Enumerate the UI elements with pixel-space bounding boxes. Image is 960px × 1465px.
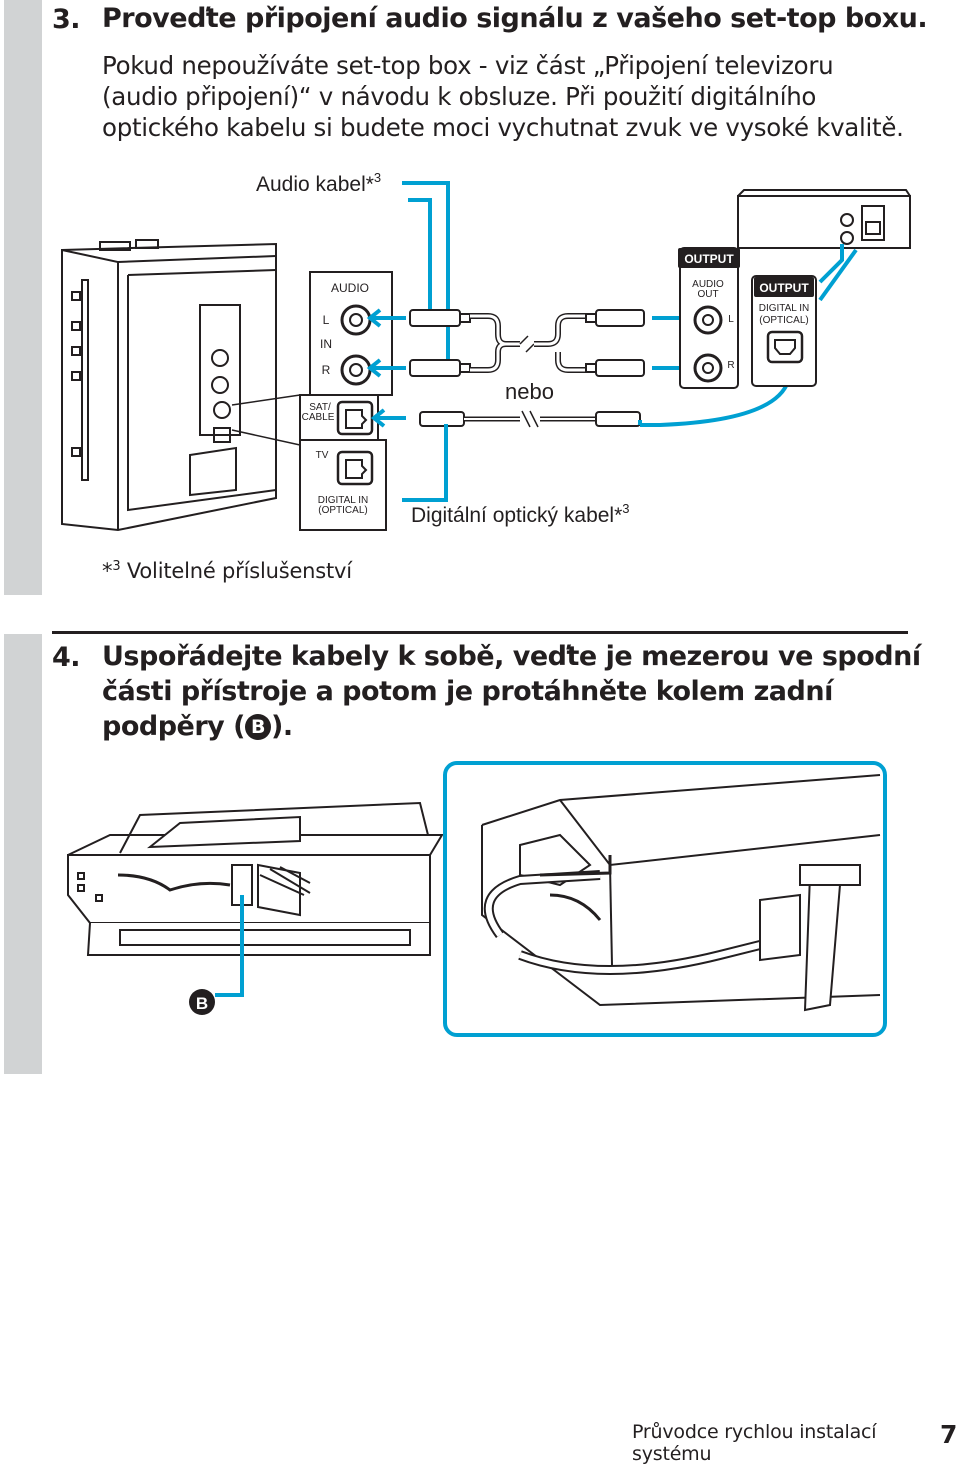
section-divider xyxy=(52,631,908,634)
footer-text: Průvodce rychlou instalací systému xyxy=(632,1421,877,1465)
settop-audio-out-2: OUT xyxy=(697,289,718,300)
settop-right-label: R xyxy=(727,360,734,371)
receiver-zoom-lines xyxy=(231,394,301,446)
marker-b-callout xyxy=(215,895,244,997)
optical-in-sat-port xyxy=(336,400,374,436)
step-3-body-line-2: (audio připojení)“ v návodu k obsluze. P… xyxy=(102,82,817,111)
page-number: 7 xyxy=(940,1420,958,1449)
optical-in-tv-port xyxy=(336,450,374,486)
unit-overview xyxy=(67,801,444,956)
settop-left-label: L xyxy=(728,314,734,325)
settop-box-rear xyxy=(737,189,911,249)
footnote-text: Volitelné příslušenství xyxy=(126,559,352,583)
audio-cable-callout xyxy=(402,181,450,370)
rca-audio-cable xyxy=(409,309,645,377)
settop-digital-in-1: DIGITAL IN xyxy=(759,303,810,314)
panel-digital-in-1: DIGITAL IN xyxy=(318,495,369,506)
settop-audio-out-1: AUDIO xyxy=(692,279,724,290)
settop-output-label: OUTPUT xyxy=(684,252,734,266)
connection-diagram: Audio kabel*3 AUDIO L IN R SAT/ xyxy=(61,170,911,532)
settop-output-optical-label: OUTPUT xyxy=(759,281,809,295)
panel-sat-label-1: SAT/ xyxy=(309,402,331,413)
step-4-title-end: ). xyxy=(271,711,293,742)
section-sidebar-step4 xyxy=(4,634,42,1074)
panel-right-label: R xyxy=(322,363,331,377)
settop-digital-in-2: (OPTICAL) xyxy=(759,315,808,326)
step-4-title-line-2: části přístroje a potom je protáhněte ko… xyxy=(102,676,833,707)
marker-b-icon xyxy=(189,989,215,1015)
panel-left-label: L xyxy=(323,313,330,327)
step-3-title: Proveďte připojení audio signálu z vašeh… xyxy=(102,3,928,34)
audio-cable-label: Audio kabel*3 xyxy=(256,170,381,196)
detail-view xyxy=(481,774,881,1012)
footnote-mark: 3 xyxy=(112,559,121,574)
section-sidebar-step3 xyxy=(4,0,42,595)
settop-zoom-callout xyxy=(818,244,844,284)
settop-output-panel: OUTPUT AUDIO OUT L R OUTPUT DIGITAL IN (… xyxy=(678,247,817,389)
optical-cable xyxy=(419,410,641,428)
step-3-body-line-3: optického kabelu si budete moci vychutna… xyxy=(102,113,904,142)
marker-b-inline-icon: B xyxy=(245,714,271,740)
step-4-title-line-3: podpěry (B). xyxy=(102,709,293,744)
panel-in-label: IN xyxy=(320,337,332,351)
panel-sat-label-2: CABLE xyxy=(302,412,335,423)
panel-tv-label: TV xyxy=(316,450,329,461)
receiver-input-panel: AUDIO L IN R SAT/ CABLE TV DIGITAL IN (O… xyxy=(299,271,393,531)
step-4-number: 4. xyxy=(52,642,81,673)
step-4-title-line-3-text: podpěry ( xyxy=(102,711,246,742)
optical-cable-callout xyxy=(402,424,448,502)
marker-b-inline-text: B xyxy=(251,716,265,738)
receiver-arrows xyxy=(366,308,406,428)
marker-b-label: B xyxy=(196,994,208,1013)
or-label: nebo xyxy=(505,379,554,404)
footnote: *3 Volitelné příslušenství xyxy=(102,559,352,583)
step-3-number: 3. xyxy=(52,4,81,35)
cable-routing-illustration: B xyxy=(67,761,887,1037)
receiver-rear-unit xyxy=(61,239,277,532)
optical-cable-label: Digitální optický kabel*3 xyxy=(411,501,630,527)
step-3-body-line-1: Pokud nepoužíváte set-top box - viz část… xyxy=(102,51,834,80)
panel-digital-in-2: (OPTICAL) xyxy=(318,505,367,516)
footnote-asterisk: * xyxy=(102,559,113,583)
step-4-title-line-1: Uspořádejte kabely k sobě, veďte je meze… xyxy=(102,641,921,672)
optical-out-port xyxy=(766,330,804,364)
panel-audio-label: AUDIO xyxy=(331,281,369,295)
